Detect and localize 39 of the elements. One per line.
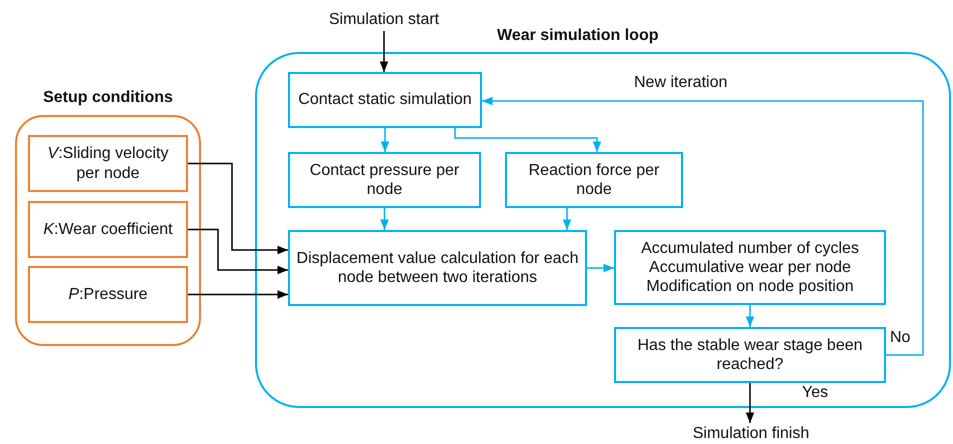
- input-box: [28, 266, 188, 323]
- arrow: [587, 264, 614, 272]
- process-box: [288, 152, 481, 208]
- node-text: Contact static simulation: [298, 90, 472, 110]
- node-text: Modification on node position: [646, 277, 854, 296]
- process-box: [614, 230, 886, 305]
- arrow: [188, 228, 288, 274]
- terminal-text: Simulation finish: [692, 424, 810, 444]
- input-box: [28, 135, 188, 192]
- arrow: [482, 96, 924, 356]
- node-text: Has the stable wear stage been reached?: [636, 336, 864, 374]
- edge-label: No: [890, 329, 910, 347]
- arrow: [562, 208, 572, 230]
- node-text: Reaction force per node: [528, 160, 660, 200]
- arrow: [454, 128, 602, 152]
- arrow: [188, 162, 288, 254]
- node-text: Accumulative wear per node: [649, 258, 851, 278]
- process-box: [505, 152, 683, 208]
- terminal-text: Simulation start: [328, 10, 440, 30]
- node-text: Contact pressure per node: [308, 160, 460, 200]
- node-text: P:Pressure: [68, 284, 148, 304]
- arrow: [746, 305, 754, 327]
- group-heading: Setup conditions: [42, 88, 174, 108]
- process-box: [288, 72, 482, 128]
- node-text: Displacement value calculation for each node between two iterations: [296, 248, 579, 288]
- group-heading: Wear simulation loop: [497, 26, 658, 46]
- arrow: [380, 31, 388, 72]
- process-box: [614, 327, 886, 383]
- process-box: [288, 230, 587, 306]
- arrow: [188, 290, 288, 299]
- node-text: V:Sliding velocity per node: [46, 144, 170, 183]
- arrow: [380, 128, 390, 152]
- arrow: [746, 383, 754, 423]
- input-box: [28, 201, 188, 258]
- arrow: [380, 208, 389, 230]
- node-text: Accumulated number of cycles: [641, 238, 859, 258]
- edge-label: Yes: [802, 384, 828, 402]
- loop-note: New iteration: [634, 74, 728, 92]
- node-text: K:Wear coefficient: [43, 220, 173, 240]
